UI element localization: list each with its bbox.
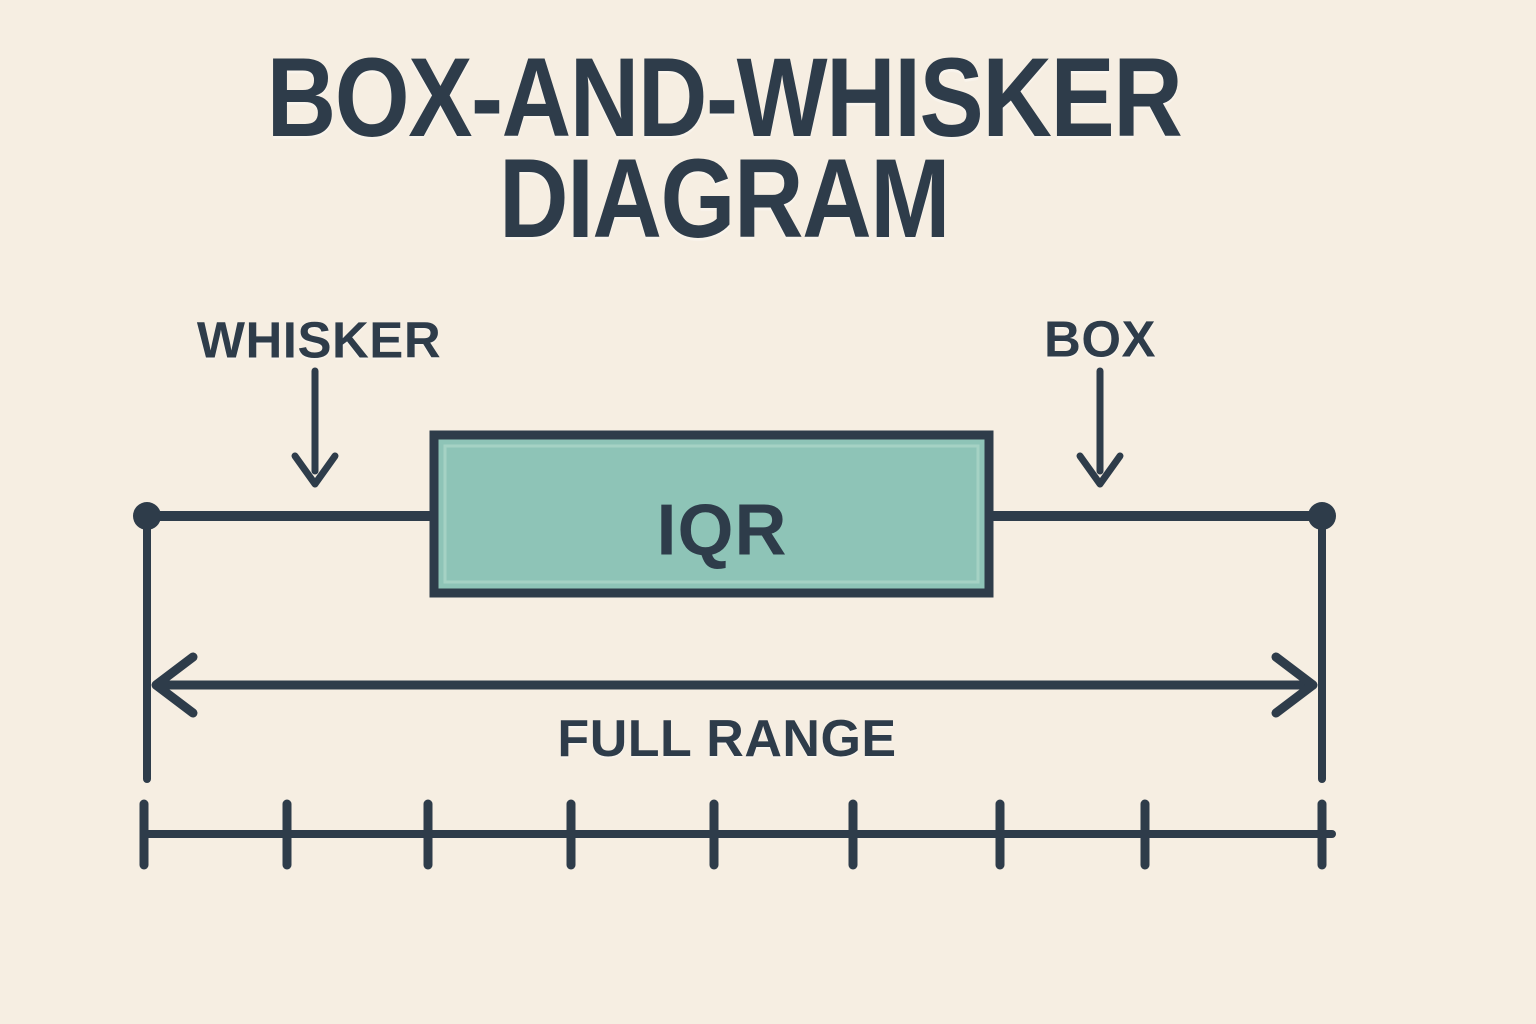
full-range-arrow-left-head-icon <box>151 652 198 718</box>
box-label: BOX <box>1043 310 1157 368</box>
whisker-arrow-head-icon <box>291 452 339 488</box>
left-endpoint-dot-icon <box>133 502 161 530</box>
page-title-line2: DIAGRAM <box>498 135 950 261</box>
iqr-label: IQR <box>656 490 788 571</box>
ink-strokes-group <box>139 367 1336 870</box>
box-arrow-head-icon <box>1076 452 1124 488</box>
endpoint-dots-group <box>133 502 1336 530</box>
iqr-box-inner-highlight <box>443 444 980 584</box>
page-title: BOX-AND-WHISKER DIAGRAM <box>192 35 1256 261</box>
right-endpoint-dot-icon <box>1308 502 1336 530</box>
iqr-box <box>429 430 994 598</box>
whisker-label: WHISKER <box>196 311 442 369</box>
full-range-label: FULL RANGE <box>557 710 897 768</box>
page-title-line1: BOX-AND-WHISKER <box>266 35 1183 160</box>
full-range-arrow-right-head-icon <box>1271 652 1318 718</box>
